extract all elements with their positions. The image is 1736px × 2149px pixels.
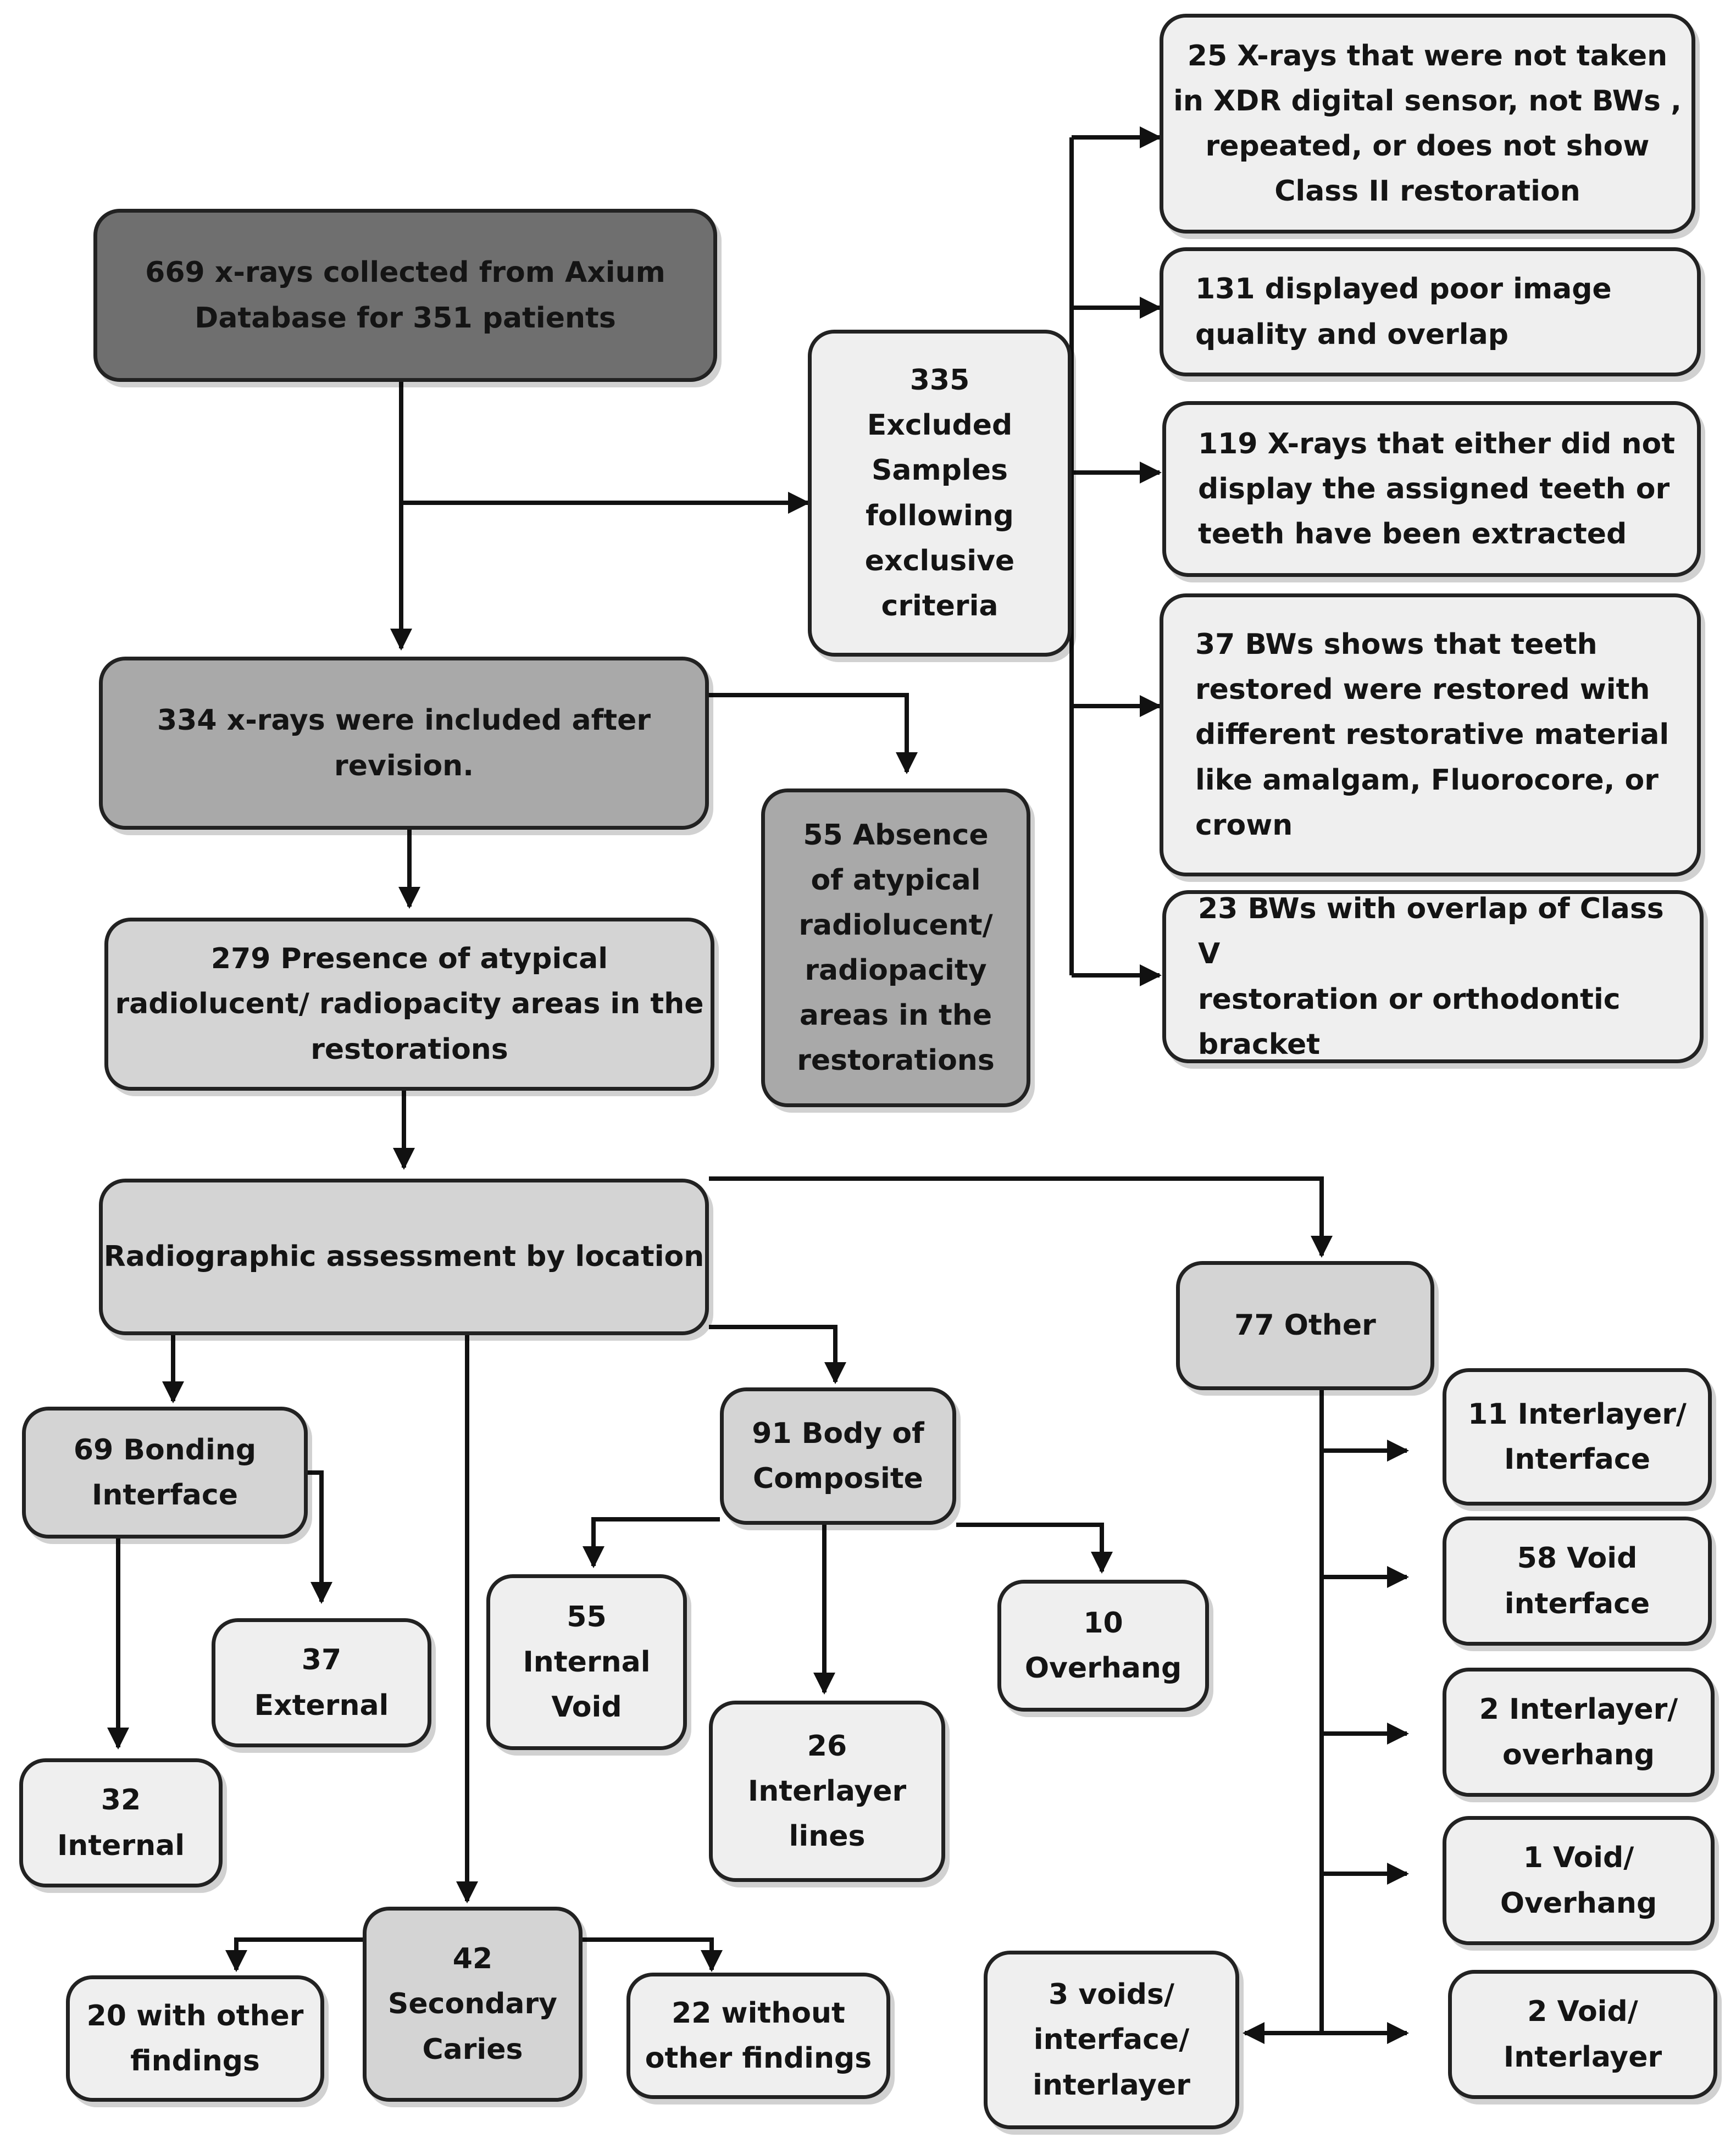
node-included: 334 x-rays were included after revision. [99,657,709,830]
node-external: 37 External [212,1618,431,1747]
node-exclusion-different-material: 37 BWs shows that teeth restored were re… [1160,593,1701,876]
node-other-void-overhang: 1 Void/ Overhang [1443,1816,1715,1945]
node-internal: 32 Internal [19,1758,223,1887]
node-other-void-interlayer: 2 Void/ Interlayer [1448,1970,1717,2099]
node-other-interlayer-overhang: 2 Interlayer/ overhang [1443,1668,1715,1797]
node-other-void-interface: 58 Void interface [1443,1517,1712,1646]
node-other-interlayer-interface: 11 Interlayer/ Interface [1443,1368,1712,1506]
node-secondary-caries: 42 Secondary Caries [363,1907,583,2102]
node-with-other-findings: 20 with other findings [66,1975,324,2102]
node-excluded: 335 Excluded Samples following exclusive… [808,330,1072,657]
node-body-of-composite: 91 Body of Composite [720,1387,956,1525]
node-without-other-findings: 22 without other findings [626,1973,890,2099]
node-interlayer-lines: 26 Interlayer lines [709,1701,945,1882]
node-overhang: 10 Overhang [997,1580,1209,1712]
node-absence: 55 Absence of atypical radiolucent/ radi… [761,788,1030,1107]
node-assessment: Radiographic assessment by location [99,1179,709,1335]
node-internal-void: 55 Internal Void [486,1574,687,1750]
node-presence: 279 Presence of atypical radiolucent/ ra… [104,918,714,1091]
node-other: 77 Other [1176,1261,1434,1390]
node-other-voids-interface-interlayer: 3 voids/ interface/ interlayer [984,1951,1239,2129]
node-exclusion-xdr: 25 X-rays that were not taken in XDR dig… [1160,14,1695,234]
node-bonding-interface: 69 Bonding Interface [22,1407,308,1539]
node-exclusion-class-v-overlap: 23 BWs with overlap of Class V restorati… [1162,890,1704,1063]
node-exclusion-poor-quality: 131 displayed poor image quality and ove… [1160,247,1701,376]
node-exclusion-teeth-missing: 119 X-rays that either did not display t… [1162,401,1701,577]
node-collected: 669 x-rays collected from Axium Database… [93,209,717,382]
